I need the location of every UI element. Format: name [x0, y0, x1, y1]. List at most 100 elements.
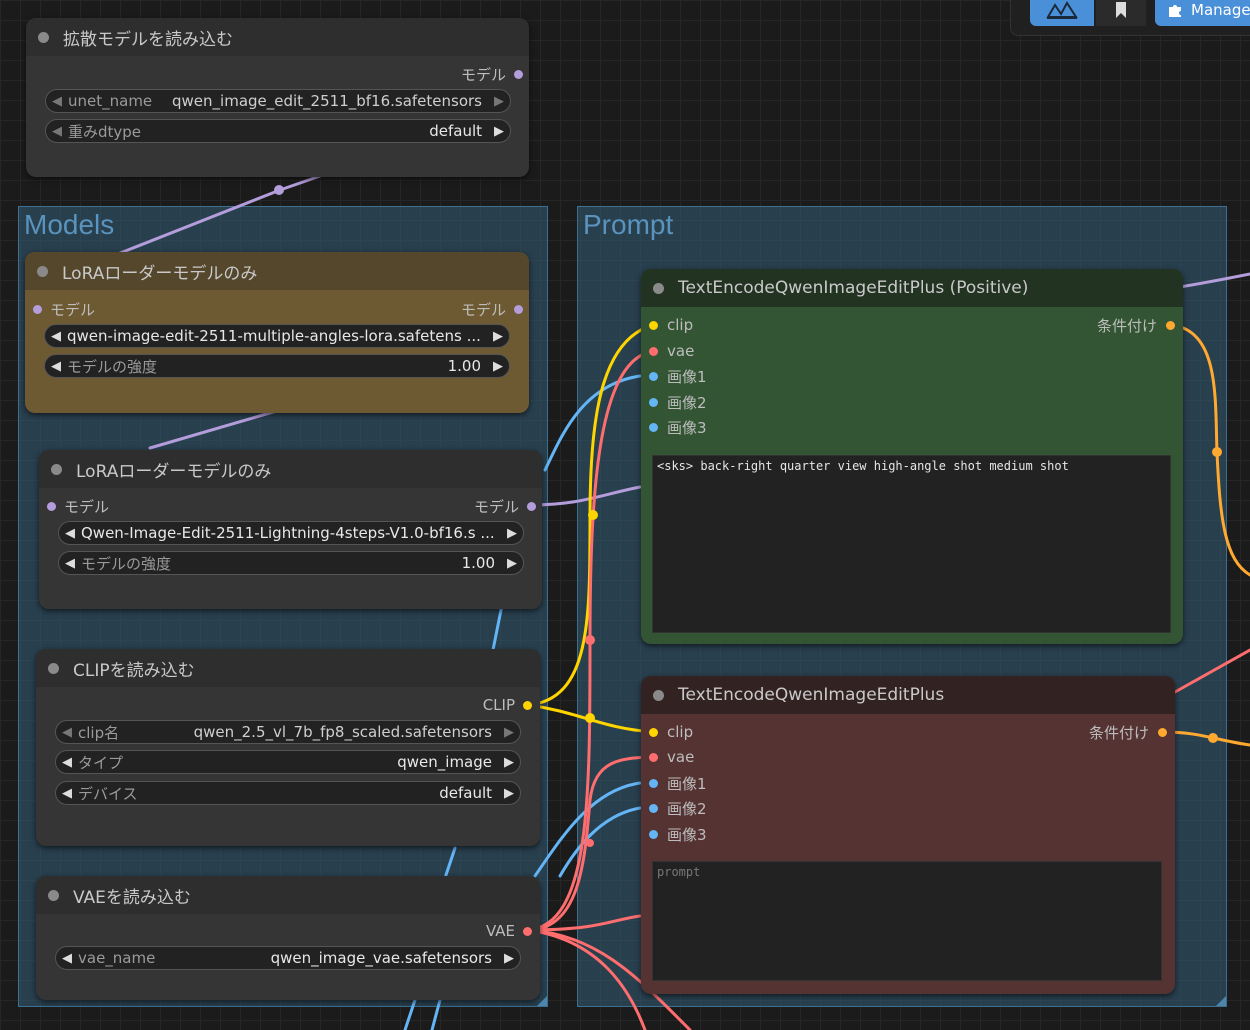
resize-handle[interactable] [537, 996, 547, 1006]
input-image3[interactable]: 画像3 [649, 415, 707, 439]
output-pin[interactable] [523, 926, 532, 936]
input-image2[interactable]: 画像2 [649, 390, 707, 414]
input-clip[interactable]: clip [649, 720, 693, 744]
output-conditioning[interactable]: 条件付け [1097, 313, 1175, 337]
clip-type-combo[interactable]: ◀ タイプ qwen_image ▶ [55, 750, 521, 774]
arrow-right-icon[interactable]: ▶ [504, 754, 514, 770]
input-pin[interactable] [649, 422, 658, 432]
node-header[interactable]: CLIPを読み込む [36, 649, 540, 687]
output-conditioning[interactable]: 条件付け [1089, 720, 1167, 744]
arrow-left-icon[interactable]: ◀ [52, 123, 62, 139]
node-header[interactable]: TextEncodeQwenImageEditPlus [641, 676, 1175, 714]
output-model[interactable]: モデル [474, 494, 536, 518]
collapse-dot[interactable] [48, 662, 59, 674]
output-pin[interactable] [514, 304, 523, 314]
input-image3[interactable]: 画像3 [649, 822, 707, 846]
arrow-right-icon[interactable]: ▶ [504, 724, 514, 740]
input-pin[interactable] [649, 397, 658, 407]
node-load-clip[interactable]: CLIPを読み込む CLIP ◀ clip名 qwen_2.5_vl_7b_fp… [36, 649, 540, 846]
input-pin[interactable] [649, 829, 658, 839]
arrow-right-icon[interactable]: ▶ [494, 123, 504, 139]
arrow-left-icon[interactable]: ◀ [62, 724, 72, 740]
input-pin[interactable] [649, 727, 658, 737]
arrow-right-icon[interactable]: ▶ [504, 785, 514, 801]
weight-dtype-combo[interactable]: ◀ 重みdtype default ▶ [45, 119, 511, 143]
bookmark-button[interactable] [1096, 0, 1146, 26]
input-vae[interactable]: vae [649, 339, 694, 363]
arrow-left-icon[interactable]: ◀ [51, 328, 61, 344]
arrow-left-icon[interactable]: ◀ [62, 785, 72, 801]
lora-name-combo[interactable]: ◀ Qwen-Image-Edit-2511-Lightning-4steps-… [58, 521, 524, 545]
collapse-dot[interactable] [48, 889, 59, 901]
input-image1[interactable]: 画像1 [649, 771, 707, 795]
arrow-left-icon[interactable]: ◀ [62, 754, 72, 770]
output-vae[interactable]: VAE [486, 919, 532, 943]
resize-handle[interactable] [1216, 996, 1226, 1006]
clip-name-combo[interactable]: ◀ clip名 qwen_2.5_vl_7b_fp8_scaled.safete… [55, 720, 521, 744]
arrow-left-icon[interactable]: ◀ [65, 525, 75, 541]
arrow-left-icon[interactable]: ◀ [65, 555, 75, 571]
output-pin[interactable] [523, 700, 532, 710]
input-clip[interactable]: clip [649, 313, 693, 337]
input-image1[interactable]: 画像1 [649, 364, 707, 388]
arrow-left-icon[interactable]: ◀ [62, 950, 72, 966]
node-header[interactable]: LoRAローダーモデルのみ [39, 450, 542, 488]
prompt-textarea[interactable]: <sks> back-right quarter view high-angle… [652, 455, 1171, 633]
node-load-vae[interactable]: VAEを読み込む VAE ◀ vae_name qwen_image_vae.s… [36, 876, 540, 1000]
strength-model-number[interactable]: ◀ モデルの強度 1.00 ▶ [44, 354, 510, 378]
output-clip[interactable]: CLIP [483, 693, 532, 717]
input-pin[interactable] [649, 371, 658, 381]
manager-button[interactable]: Manage [1155, 0, 1250, 26]
model-wire [278, 174, 322, 192]
vae-name-combo[interactable]: ◀ vae_name qwen_image_vae.safetensors ▶ [55, 946, 521, 970]
device-combo[interactable]: ◀ デバイス default ▶ [55, 781, 521, 805]
strength-model-number[interactable]: ◀ モデルの強度 1.00 ▶ [58, 551, 524, 575]
node-text-encode-positive[interactable]: TextEncodeQwenImageEditPlus (Positive) c… [641, 269, 1183, 644]
collapse-dot[interactable] [653, 282, 664, 294]
node-header[interactable]: TextEncodeQwenImageEditPlus (Positive) [641, 269, 1183, 307]
input-pin[interactable] [649, 803, 658, 813]
arrow-right-icon[interactable]: ▶ [493, 358, 503, 374]
node-lora-loader-2[interactable]: LoRAローダーモデルのみ モデル モデル ◀ Qwen-Image-Edit-… [39, 450, 542, 609]
arrow-right-icon[interactable]: ▶ [507, 525, 517, 541]
arrow-left-icon[interactable]: ◀ [52, 93, 62, 109]
node-header[interactable]: 拡散モデルを読み込む [26, 18, 529, 56]
input-pin[interactable] [47, 501, 56, 511]
arrow-right-icon[interactable]: ▶ [494, 93, 504, 109]
node-text-encode-negative[interactable]: TextEncodeQwenImageEditPlus clip vae 画像1… [641, 676, 1175, 994]
arrow-right-icon[interactable]: ▶ [507, 555, 517, 571]
input-model[interactable]: モデル [33, 297, 95, 321]
output-pin[interactable] [1158, 727, 1167, 737]
prompt-textarea[interactable]: prompt [652, 861, 1162, 981]
arrow-left-icon[interactable]: ◀ [51, 358, 61, 374]
input-pin[interactable] [649, 320, 658, 330]
input-pin[interactable] [649, 346, 658, 356]
unet-name-combo[interactable]: ◀ unet_name qwen_image_edit_2511_bf16.sa… [45, 89, 511, 113]
slot-label: モデル [460, 65, 506, 84]
widget-value: default [429, 122, 482, 140]
collapse-dot[interactable] [51, 463, 62, 475]
input-pin[interactable] [33, 304, 42, 314]
node-load-diffusion-model[interactable]: 拡散モデルを読み込む モデル ◀ unet_name qwen_image_ed… [26, 18, 529, 177]
input-pin[interactable] [649, 752, 658, 762]
input-model[interactable]: モデル [47, 494, 109, 518]
lora-name-combo[interactable]: ◀ qwen-image-edit-2511-multiple-angles-l… [44, 324, 510, 348]
collapse-dot[interactable] [38, 31, 49, 43]
input-vae[interactable]: vae [649, 745, 694, 769]
collapse-dot[interactable] [37, 265, 48, 277]
input-pin[interactable] [649, 778, 658, 788]
arrow-right-icon[interactable]: ▶ [504, 950, 514, 966]
node-header[interactable]: VAEを読み込む [36, 876, 540, 914]
node-lora-loader-1[interactable]: LoRAローダーモデルのみ モデル モデル ◀ qwen-image-edit-… [25, 252, 529, 413]
collapse-dot[interactable] [653, 689, 664, 701]
node-header[interactable]: LoRAローダーモデルのみ [25, 252, 529, 290]
logo-button[interactable] [1030, 0, 1094, 26]
output-pin[interactable] [514, 69, 523, 79]
output-model[interactable]: モデル [461, 62, 523, 86]
output-pin[interactable] [527, 501, 536, 511]
output-model[interactable]: モデル [461, 297, 523, 321]
input-image2[interactable]: 画像2 [649, 796, 707, 820]
widget-label: 重みdtype [68, 122, 142, 141]
output-pin[interactable] [1166, 320, 1175, 330]
arrow-right-icon[interactable]: ▶ [493, 328, 503, 344]
